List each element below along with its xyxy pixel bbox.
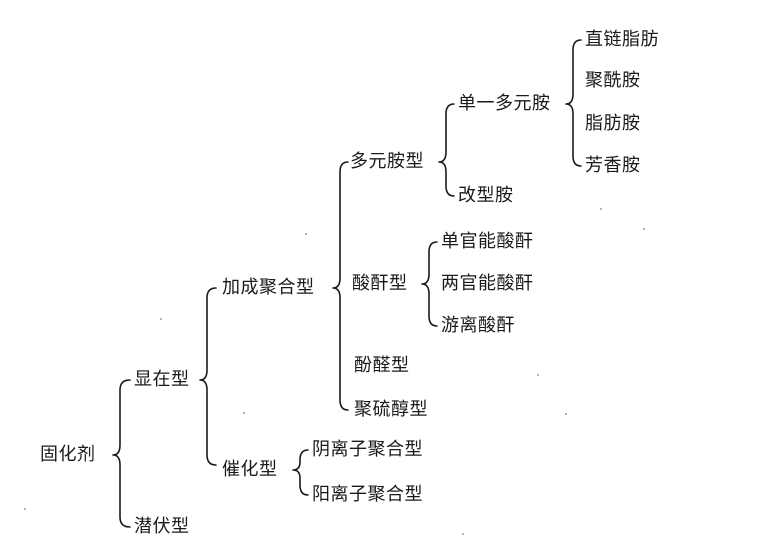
brace-anhydride (421, 241, 438, 327)
scan-speck (160, 318, 162, 320)
scan-speck (537, 374, 539, 376)
node-cationic: 阳离子聚合型 (312, 484, 423, 505)
scan-speck (565, 413, 567, 415)
node-aliphatic-amine: 脂肪胺 (585, 113, 641, 134)
node-root: 固化剂 (40, 444, 96, 465)
brace-single-polyamine (565, 39, 582, 167)
node-modified-amine: 改型胺 (458, 185, 514, 206)
node-single-polyamine: 单一多元胺 (458, 93, 551, 114)
node-phenolic: 酚醛型 (354, 355, 410, 376)
node-straight-chain: 直链脂肪 (585, 29, 659, 50)
brace-root (112, 379, 131, 528)
scan-speck (643, 228, 645, 230)
scan-speck (600, 208, 602, 210)
brace-catalytic (292, 449, 309, 496)
node-aromatic-amine: 芳香胺 (585, 155, 641, 176)
node-catalytic: 催化型 (222, 459, 278, 480)
node-mono-anhydride: 单官能酸酐 (441, 231, 534, 252)
node-di-anhydride: 两官能酸酐 (441, 273, 534, 294)
node-polythiol: 聚硫醇型 (354, 399, 428, 420)
scan-speck (243, 412, 245, 414)
brace-explicit (199, 287, 217, 466)
node-anionic: 阴离子聚合型 (312, 439, 423, 460)
brace-addition (332, 161, 349, 411)
node-addition: 加成聚合型 (222, 277, 315, 298)
brace-polyamine (438, 103, 455, 197)
node-anhydride: 酸酐型 (352, 273, 408, 294)
node-free-anhydride: 游离酸酐 (441, 315, 515, 336)
scan-speck (24, 508, 26, 510)
node-polyamine: 多元胺型 (350, 151, 424, 172)
node-latent: 潜伏型 (134, 516, 190, 537)
scan-speck (462, 533, 464, 535)
node-explicit: 显在型 (134, 369, 190, 390)
scan-speck (305, 233, 307, 235)
node-polyamide: 聚酰胺 (585, 70, 641, 91)
